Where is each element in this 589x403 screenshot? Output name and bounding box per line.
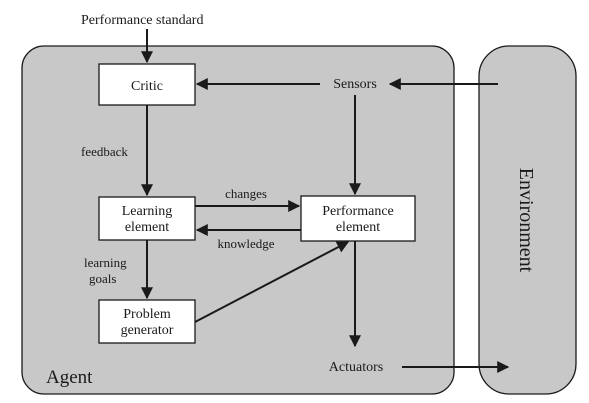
critic-box-label: Critic xyxy=(131,79,163,94)
environment-label: Environment xyxy=(515,168,537,273)
problem-generator-label-line2: generator xyxy=(121,323,174,338)
problem-generator-box xyxy=(98,299,196,344)
feedback-label: feedback xyxy=(81,144,128,159)
learning-element-box xyxy=(98,196,196,241)
learning-element-label-line1: Learning xyxy=(122,204,173,219)
actuators-label: Actuators xyxy=(329,360,383,375)
learning-goals-label-line1: learning xyxy=(84,255,127,270)
agent-label: Agent xyxy=(46,367,93,388)
sensors-label: Sensors xyxy=(333,77,377,92)
changes-label: changes xyxy=(225,186,267,201)
learning-goals-label-line2: goals xyxy=(89,271,116,286)
performance-element-label-line2: element xyxy=(336,220,380,235)
learning-element-label-line2: element xyxy=(125,220,169,235)
performance-standard-label: Performance standard xyxy=(81,13,203,28)
knowledge-label: knowledge xyxy=(217,236,274,251)
environment-region xyxy=(478,45,577,395)
performance-element-box xyxy=(300,195,416,242)
arrow-problem-generator-to-performance-element xyxy=(194,241,350,323)
performance-element-label-line1: Performance xyxy=(322,204,394,219)
problem-generator-label-line1: Problem xyxy=(123,307,171,322)
